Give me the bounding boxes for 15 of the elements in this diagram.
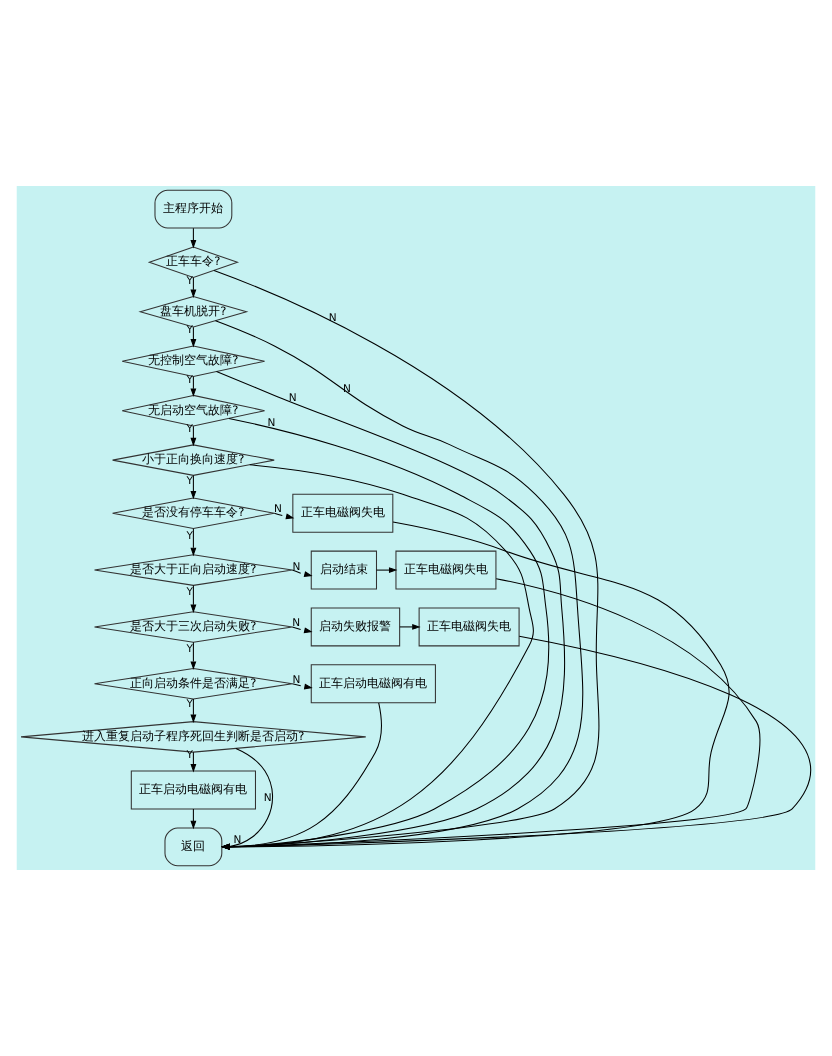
arrow	[291, 626, 313, 634]
arrow	[291, 569, 313, 577]
arrow	[190, 808, 197, 830]
arrow	[190, 751, 197, 773]
arrow	[190, 474, 197, 500]
arrow	[376, 567, 398, 574]
arrow	[190, 641, 197, 670]
arrow	[190, 326, 197, 348]
arrow	[273, 512, 295, 520]
arrow	[291, 683, 313, 690]
arrow	[190, 528, 197, 557]
arrow	[190, 585, 197, 613]
arrow	[190, 227, 197, 249]
arrow	[190, 425, 197, 447]
arrow	[399, 623, 421, 630]
